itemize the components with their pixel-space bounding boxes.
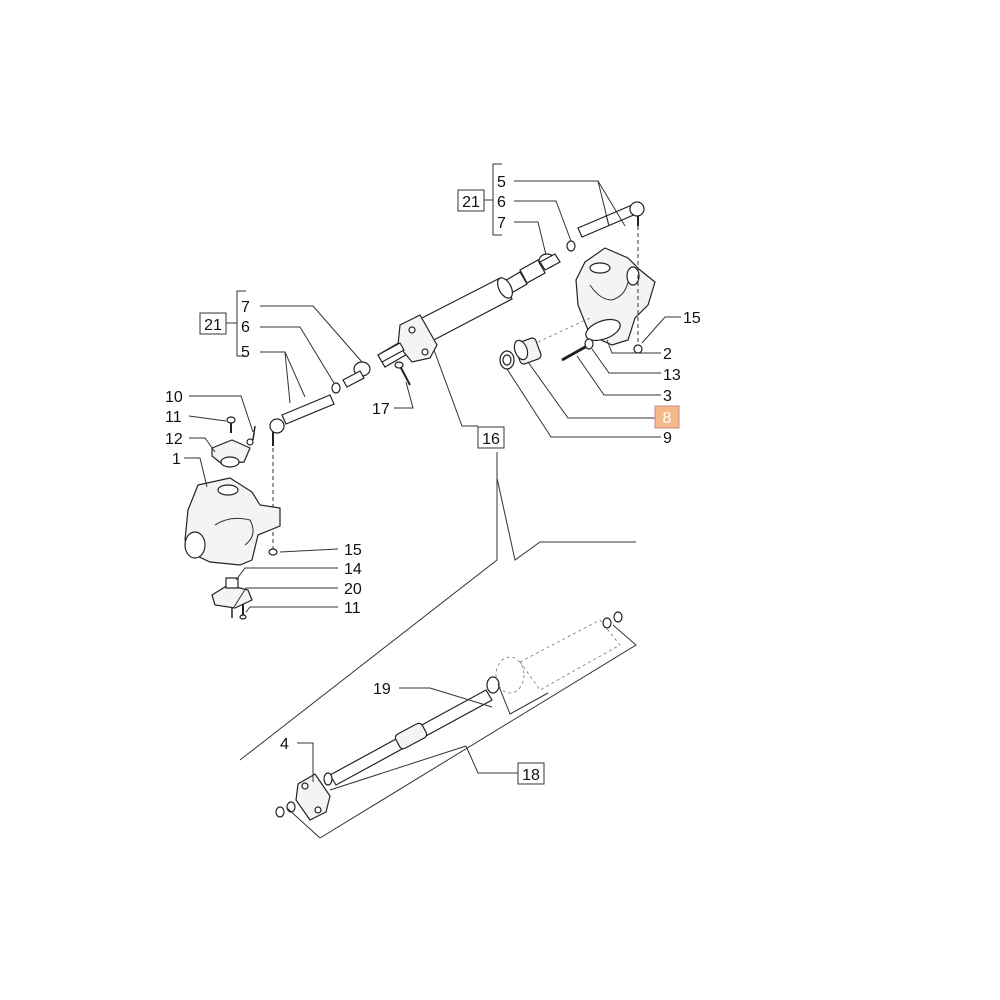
callout-15-bottom[interactable]: 15 — [344, 542, 362, 559]
ring-6-left-part — [331, 382, 341, 394]
ring-6-top-part — [566, 240, 576, 252]
callout-8[interactable]: 8 — [663, 410, 672, 427]
callout-15-top[interactable]: 15 — [683, 310, 701, 327]
callout-10[interactable]: 10 — [165, 389, 183, 406]
pin-10-part — [246, 425, 256, 446]
cylinder-outline-part — [495, 619, 621, 694]
flange-4-part — [295, 773, 331, 821]
callout-11-bottom[interactable]: 11 — [344, 600, 361, 617]
left-knuckle-part — [184, 477, 281, 566]
nut-15-top-part — [633, 344, 643, 354]
king-pin-cap-12-part — [211, 439, 251, 468]
rod-19-part — [329, 689, 493, 786]
tie-rod-left-part — [269, 394, 335, 446]
callout-1[interactable]: 1 — [172, 451, 181, 468]
callout-6-top[interactable]: 6 — [497, 194, 506, 211]
callout-6-left[interactable]: 6 — [241, 319, 250, 336]
callout-21-left[interactable]: 21 — [204, 317, 222, 334]
callout-7-left[interactable]: 7 — [241, 299, 250, 316]
callout-9[interactable]: 9 — [663, 430, 672, 447]
callout-14[interactable]: 14 — [344, 561, 362, 578]
bush-8-part — [513, 337, 542, 365]
bolt-17-part — [394, 361, 411, 386]
callout-17[interactable]: 17 — [372, 401, 390, 418]
pin-3-part — [561, 338, 594, 362]
callout-2[interactable]: 2 — [663, 346, 672, 363]
callout-box-16 — [477, 426, 505, 449]
clip-right-part — [602, 617, 612, 629]
callout-20[interactable]: 20 — [344, 581, 362, 598]
callout-18[interactable]: 18 — [522, 767, 540, 784]
bolt-11-bottom-part — [239, 604, 247, 620]
nut-15-bottom-part — [268, 548, 278, 556]
bolt-11-top-part — [226, 416, 236, 433]
callout-box-8-highlighted — [654, 405, 680, 429]
callout-7-top[interactable]: 7 — [497, 215, 506, 232]
callout-16[interactable]: 16 — [482, 431, 500, 448]
callout-box-21-left — [199, 312, 227, 335]
seal-9-part — [499, 350, 515, 370]
clip-left-part — [275, 806, 285, 818]
callout-3[interactable]: 3 — [663, 388, 672, 405]
callout-5-top[interactable]: 5 — [497, 174, 506, 191]
callout-4[interactable]: 4 — [280, 736, 289, 753]
ball-joint-7-left-part — [342, 361, 371, 388]
axle-beam-part — [377, 259, 546, 368]
tie-rod-top-part — [577, 201, 645, 238]
callout-21-top[interactable]: 21 — [462, 194, 480, 211]
callout-11-top[interactable]: 11 — [165, 409, 182, 426]
callout-box-18 — [517, 762, 545, 785]
callout-12[interactable]: 12 — [165, 431, 183, 448]
right-knuckle-part — [575, 247, 656, 346]
callout-13[interactable]: 13 — [663, 367, 681, 384]
seal-right-part — [486, 676, 500, 694]
king-pin-cap-14-part — [211, 577, 253, 609]
seal-left-part — [323, 772, 333, 786]
callout-19[interactable]: 19 — [373, 681, 391, 698]
ball-joint-7-top-part — [538, 253, 561, 271]
callout-5-left[interactable]: 5 — [241, 344, 250, 361]
callout-box-21-top — [457, 189, 485, 212]
